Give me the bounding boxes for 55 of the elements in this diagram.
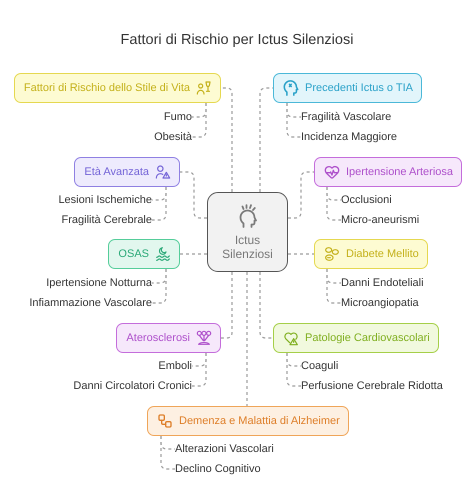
effect-label: Microangiopatia bbox=[341, 296, 419, 310]
dashed-connector bbox=[286, 103, 301, 138]
dashed-connector bbox=[160, 436, 175, 470]
effect-label: Occlusioni bbox=[341, 193, 392, 207]
risk-factor-label: Fattori di Rischio dello Stile di Vita bbox=[24, 82, 190, 94]
dashed-connector bbox=[288, 253, 314, 255]
risk-factor-box bbox=[14, 73, 221, 103]
effect-label: Incidenza Maggiore bbox=[301, 130, 398, 144]
effect-label: Danni Endoteliali bbox=[341, 276, 424, 290]
risk-factor-box bbox=[273, 323, 439, 353]
dashed-connector bbox=[246, 272, 248, 406]
effect-label: Fragilità Cerebrale bbox=[62, 213, 152, 227]
dashed-connector bbox=[180, 253, 207, 255]
dashed-connector bbox=[326, 187, 341, 221]
effect-label: Ipertensione Notturna bbox=[46, 276, 152, 290]
dashed-connector bbox=[286, 353, 301, 387]
risk-factor-box bbox=[116, 323, 221, 353]
dashed-connector bbox=[326, 269, 341, 304]
risk-factor-box bbox=[273, 73, 422, 103]
central-topic-label: Ictus Silenziosi bbox=[221, 232, 274, 260]
effect-label: Declino Cognitivo bbox=[175, 462, 261, 476]
effect-label: Perfusione Cerebrale Ridotta bbox=[301, 379, 443, 393]
effect-label: Danni Circolatori Cronici bbox=[73, 379, 192, 393]
effect-label: Coaguli bbox=[301, 359, 338, 373]
effect-label: Fragilità Vascolare bbox=[301, 110, 392, 124]
dashed-connector bbox=[259, 272, 273, 339]
risk-factor-box bbox=[74, 157, 180, 187]
effect-label: Emboli bbox=[158, 359, 192, 373]
risk-factor-box bbox=[147, 406, 349, 436]
diagram-title: Fattori di Rischio per Ictus Silenziosi bbox=[120, 31, 354, 49]
risk-factor-label: Ipertensione Arteriosa bbox=[346, 166, 454, 178]
risk-factor-label: Aterosclerosi bbox=[126, 332, 190, 344]
effect-label: Infiammazione Vascolare bbox=[29, 296, 152, 310]
central-topic-box bbox=[207, 192, 288, 272]
risk-factor-label: Diabete Mellito bbox=[346, 248, 419, 260]
effect-label: Lesioni Ischemiche bbox=[58, 193, 152, 207]
dashed-connector bbox=[221, 87, 233, 192]
risk-factor-box bbox=[314, 157, 462, 187]
effect-label: Alterazioni Vascolari bbox=[175, 442, 274, 456]
effect-label: Micro-aneurismi bbox=[341, 213, 420, 227]
risk-factor-label: Precedenti Ictus o TIA bbox=[305, 82, 414, 94]
effect-label: Fumo bbox=[164, 110, 192, 124]
risk-factor-label: Demenza e Malattia di Alzheimer bbox=[179, 414, 340, 428]
dashed-connector bbox=[152, 269, 167, 304]
risk-factor-label: Patologie Cardiovascolari bbox=[305, 332, 430, 344]
risk-factor-box bbox=[108, 239, 180, 269]
dashed-connector bbox=[152, 187, 167, 221]
effect-label: Obesità bbox=[154, 130, 192, 144]
dashed-connector bbox=[221, 272, 233, 339]
dashed-connector bbox=[259, 87, 273, 192]
dashed-connector bbox=[192, 103, 207, 138]
dashed-connector bbox=[192, 353, 207, 387]
risk-factor-box bbox=[314, 239, 428, 269]
risk-factor-label: Età Avanzata bbox=[84, 166, 149, 178]
risk-factor-label: OSAS bbox=[118, 248, 149, 260]
